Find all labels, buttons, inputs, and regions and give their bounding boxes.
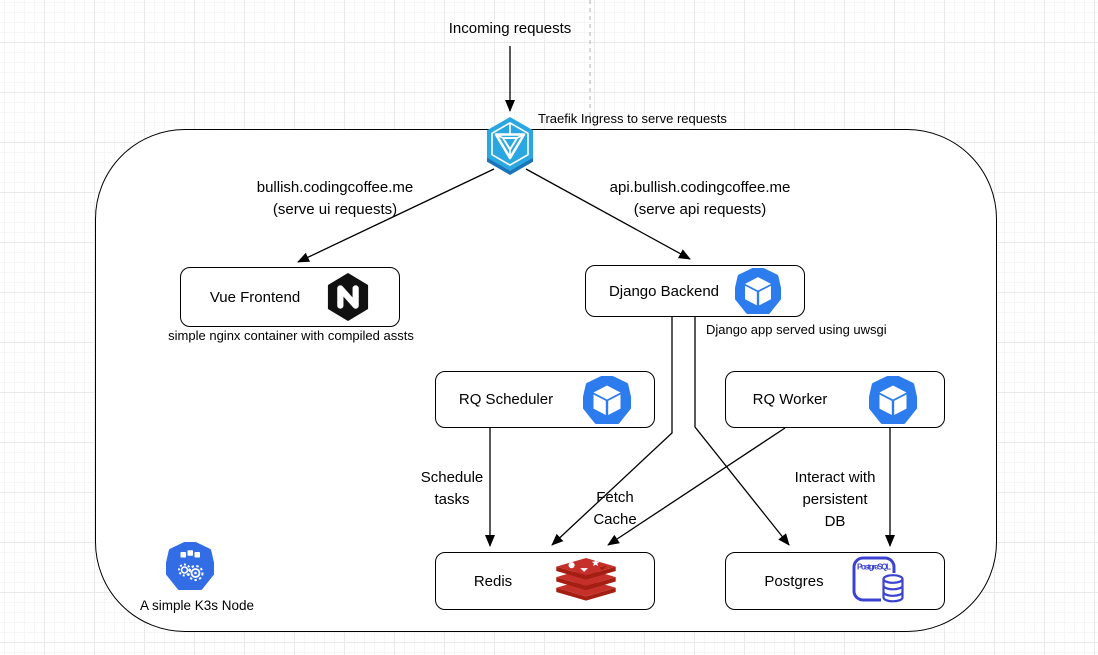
rq-worker-label: RQ Worker <box>752 391 828 408</box>
route-label-api: api.bullish.codingcoffee.me (serve api r… <box>610 177 791 221</box>
ingress-caption: Traefik Ingress to serve requests <box>538 111 727 126</box>
edge-django-to-postgres[interactable] <box>694 316 790 546</box>
vue-frontend-label: Vue Frontend <box>209 288 301 306</box>
schedule-tasks-line2: tasks <box>434 491 470 508</box>
route-api-note: (serve api requests) <box>633 201 767 218</box>
nginx-icon <box>328 273 369 321</box>
interact-db-line3: DB <box>824 513 846 530</box>
postgresql-icon-text: PostgreSQL <box>857 563 891 572</box>
route-api-domain: api.bullish.codingcoffee.me <box>609 179 791 196</box>
redis-node[interactable]: Redis <box>435 552 655 610</box>
edge-ingress-to-django[interactable] <box>525 168 691 260</box>
django-backend-caption: Django app served using uwsgi <box>706 322 887 337</box>
rq-worker-node[interactable]: RQ Worker <box>725 371 945 428</box>
interact-db-line2: persistent <box>802 491 868 508</box>
edge-django-to-redis[interactable] <box>551 316 673 546</box>
interact-db-line1: Interact with <box>794 469 876 486</box>
django-backend-label: Django Backend <box>608 282 720 300</box>
fetch-cache-label: Fetch Cache <box>593 487 636 531</box>
k3s-node-caption: A simple K3s Node <box>139 598 255 613</box>
interact-db-label: Interact with persistent DB <box>795 467 876 533</box>
vue-frontend-node[interactable]: Vue Frontend <box>180 267 400 327</box>
edge-worker-to-redis[interactable] <box>607 427 786 546</box>
redis-icon <box>556 558 616 601</box>
schedule-tasks-label: Schedule tasks <box>421 467 484 511</box>
k3s-node-icon[interactable] <box>166 542 214 590</box>
redis-label: Redis <box>473 572 513 590</box>
postgres-node[interactable]: Postgres PostgreSQL <box>725 552 945 610</box>
fetch-cache-line1: Fetch <box>596 489 634 506</box>
traefik-ingress-icon[interactable] <box>483 117 537 175</box>
postgres-label: Postgres <box>764 572 824 590</box>
container-cube-icon <box>735 268 782 314</box>
route-ui-note: (serve ui requests) <box>272 201 398 218</box>
postgresql-icon: PostgreSQL <box>852 556 906 604</box>
container-cube-icon <box>583 375 632 424</box>
incoming-requests-label: Incoming requests <box>448 20 572 37</box>
rq-scheduler-node[interactable]: RQ Scheduler <box>435 371 655 428</box>
fetch-cache-line2: Cache <box>593 511 637 528</box>
rq-scheduler-label: RQ Scheduler <box>458 391 554 408</box>
schedule-tasks-line1: Schedule <box>420 469 484 486</box>
vue-frontend-caption: simple nginx container with compiled ass… <box>168 328 414 343</box>
edge-ingress-to-vue[interactable] <box>297 168 495 263</box>
route-label-ui: bullish.codingcoffee.me (serve ui reques… <box>257 177 414 221</box>
django-backend-node[interactable]: Django Backend <box>585 265 805 317</box>
container-cube-icon <box>869 375 918 424</box>
route-ui-domain: bullish.codingcoffee.me <box>256 179 414 196</box>
